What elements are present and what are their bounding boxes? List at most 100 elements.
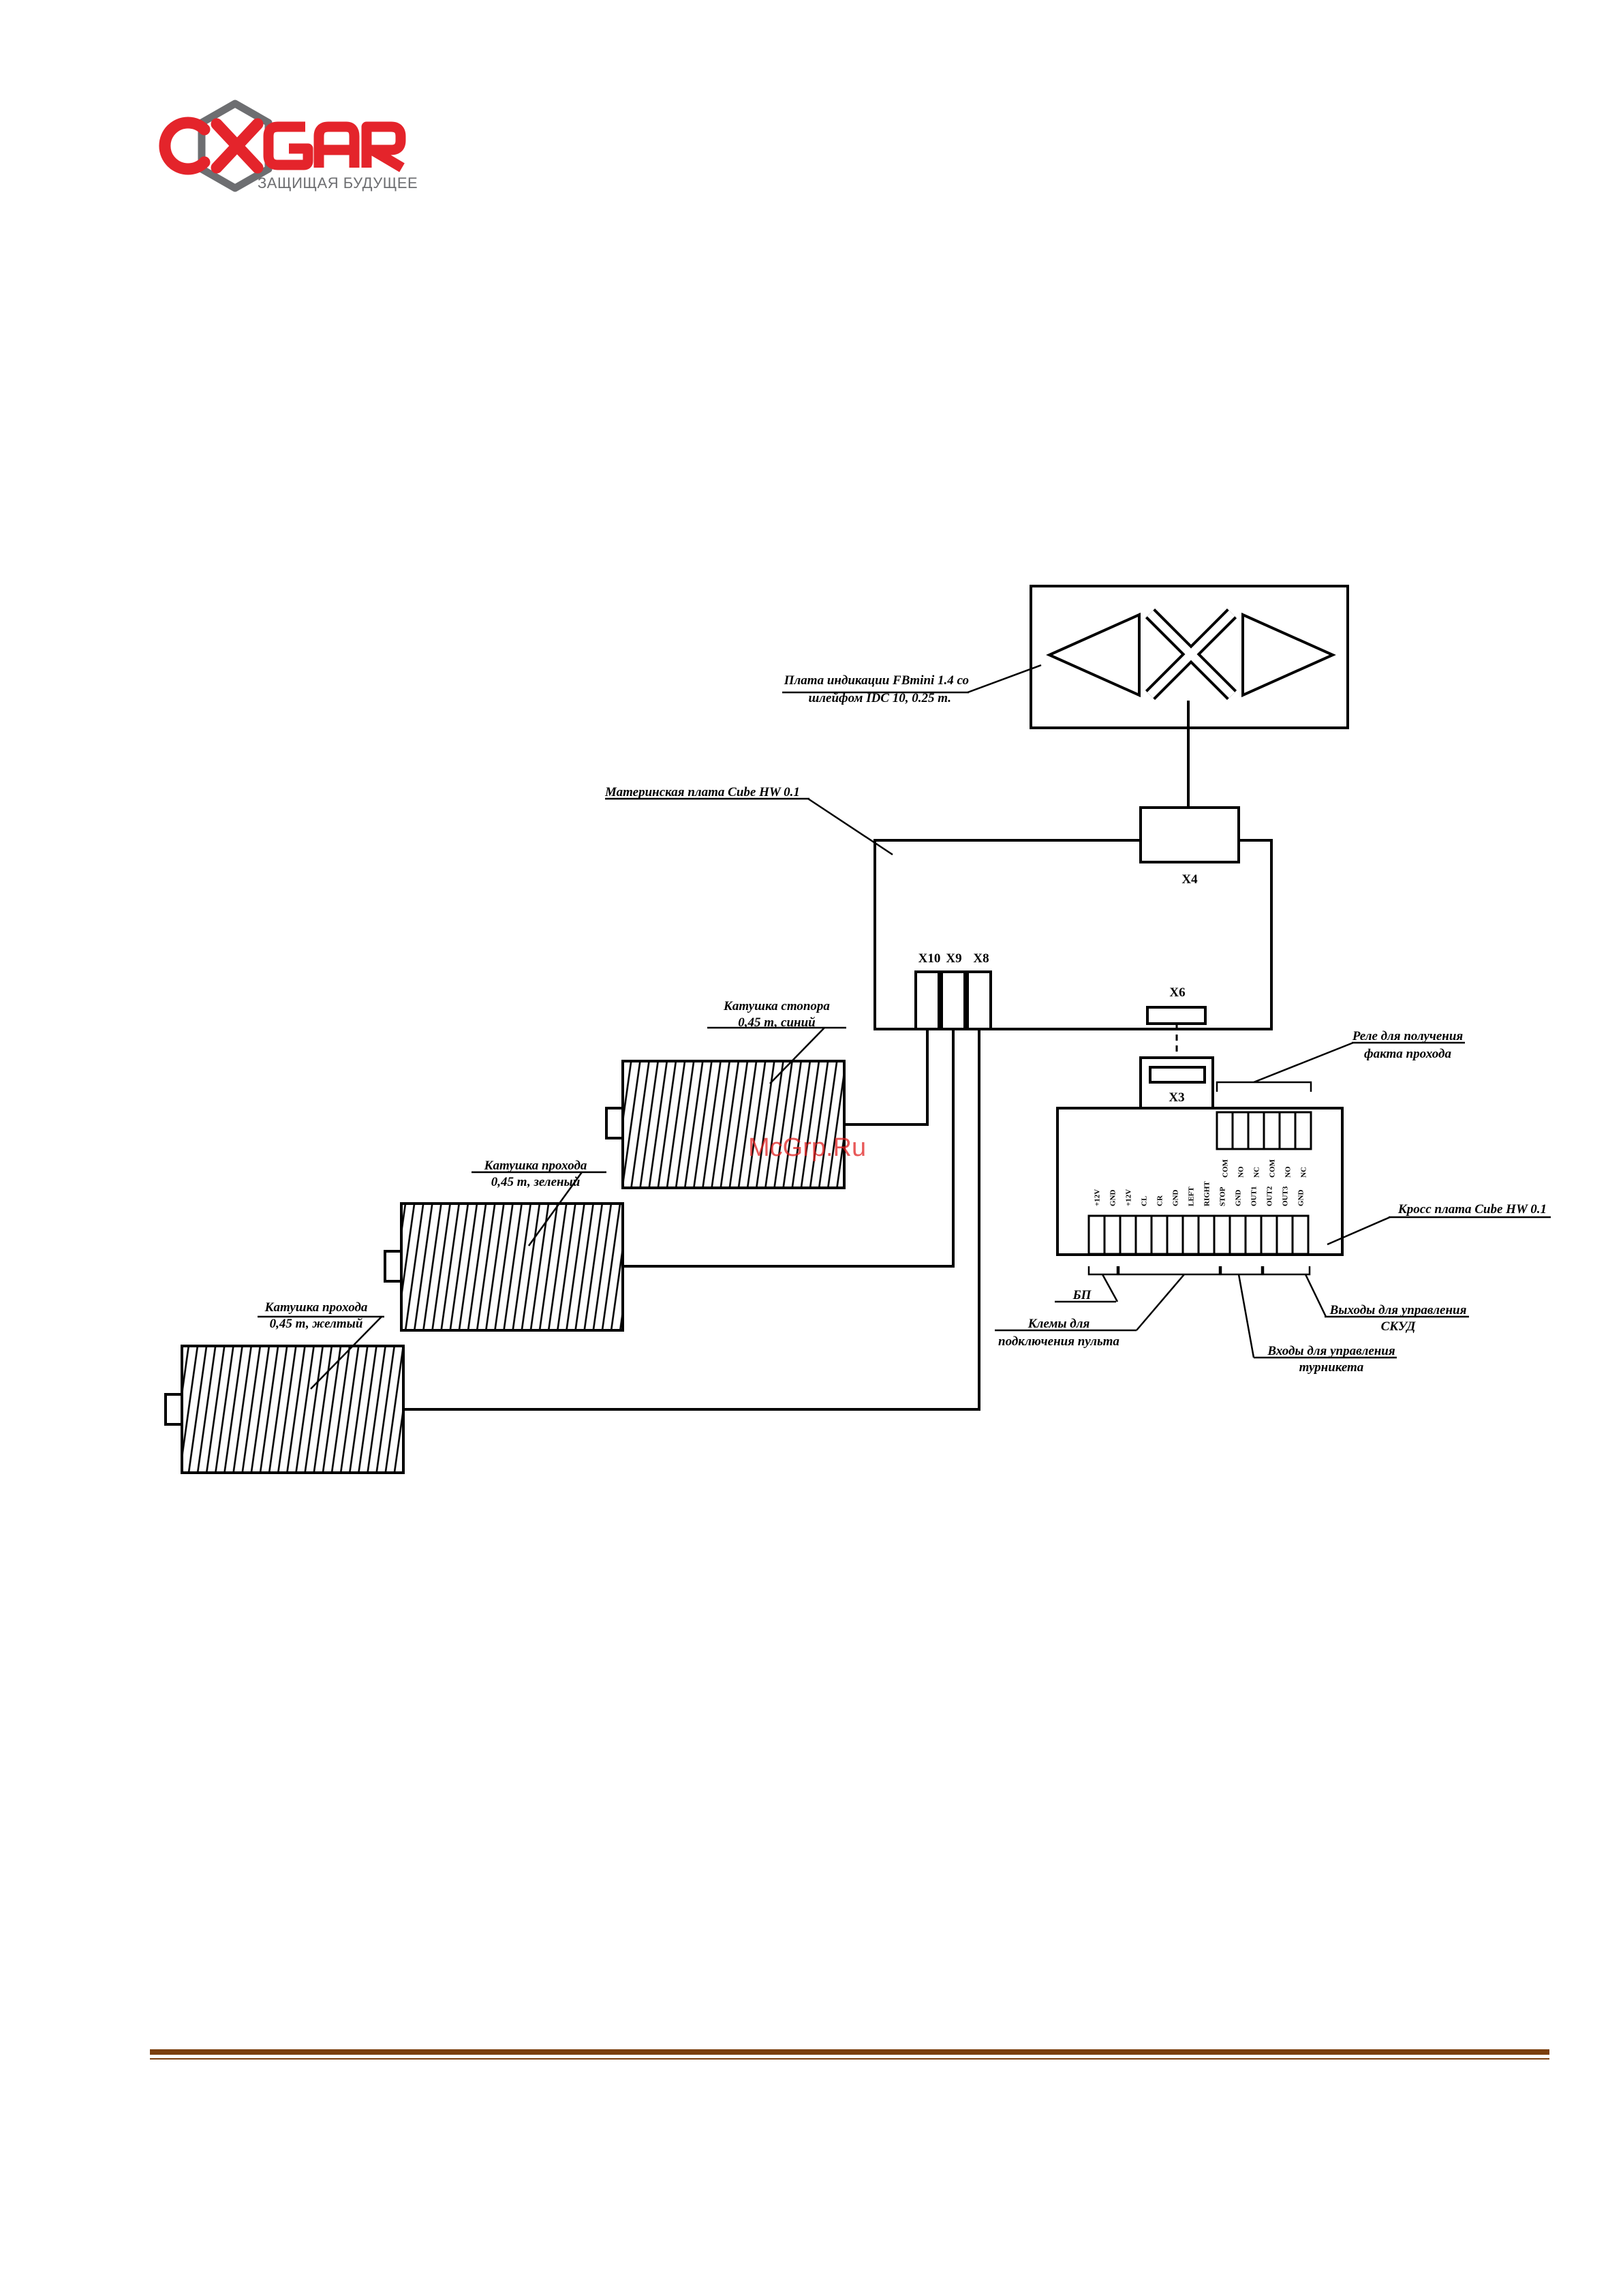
connector-x3-label: X3 (1169, 1090, 1184, 1105)
coil-green-label-line2: 0,45 т, зеленый (491, 1175, 581, 1189)
cross-terminal-cell (1197, 1214, 1216, 1255)
cross-terminal-cell (1213, 1214, 1231, 1255)
coil-yellow-label-line2: 0,45 т, желтый (270, 1317, 363, 1331)
relay-terminal-label: NO (1284, 1166, 1293, 1178)
coil-yellow-label-line1: Катушка прохода (264, 1300, 368, 1315)
connector-x3-slot (1149, 1066, 1206, 1084)
cross-terminal-cell (1260, 1214, 1278, 1255)
connector-x4 (1139, 806, 1240, 863)
cross-terminal-label: GND (1235, 1190, 1243, 1207)
cross-terminal-label: CR (1156, 1195, 1164, 1206)
watermark-text: McGrp.Ru (748, 1133, 866, 1162)
acs-label-leader (1304, 1274, 1327, 1317)
relay-terminal-label: COM (1222, 1159, 1230, 1178)
logo-tagline: ЗАЩИЩАЯ БУДУЩЕЕ (258, 174, 418, 192)
indicator-label-leader (967, 664, 1042, 694)
connector-x8 (966, 970, 992, 1030)
wire-x8-to-yellow-coil (403, 1029, 980, 1411)
wire-x9-to-green-coil (623, 1029, 955, 1268)
motherboard-label-leader (807, 797, 893, 856)
coil-stopper-body (621, 1060, 846, 1189)
logo-o-letter (159, 117, 211, 175)
cross-terminal-label: CL (1141, 1196, 1149, 1206)
logo-x-letter (211, 118, 264, 174)
connector-x10 (914, 970, 940, 1030)
cross-terminal-label: OUT2 (1266, 1186, 1274, 1206)
coil-stopper-terminal (605, 1107, 624, 1139)
relay-terminal-cell (1247, 1111, 1265, 1150)
indicator-board-label-line1: Плата индикации FBmini 1.4 со (784, 673, 969, 688)
cross-terminal-cell (1166, 1214, 1184, 1255)
remote-label-leader (1136, 1274, 1185, 1331)
cross-terminal-cell (1276, 1214, 1294, 1255)
cross-terminal-label: OUT3 (1282, 1186, 1290, 1206)
relay-label-line2: факта прохода (1364, 1047, 1451, 1061)
cross-terminal-cell (1181, 1214, 1200, 1255)
cross-terminal-cell (1087, 1214, 1106, 1255)
relay-terminal-cell (1216, 1111, 1234, 1150)
connector-x9 (940, 970, 966, 1030)
cross-terminal-cell (1103, 1214, 1122, 1255)
acs-group-label-line2: СКУД (1381, 1319, 1417, 1334)
cross-terminal-cell (1244, 1214, 1263, 1255)
connector-x6 (1146, 1006, 1207, 1025)
relay-terminal-cell (1294, 1111, 1312, 1150)
connector-x4-label: X4 (1181, 872, 1198, 887)
cross-terminal-cell (1119, 1214, 1137, 1255)
cross-terminal-label: STOP (1219, 1187, 1227, 1206)
coil-yellow-body (181, 1345, 405, 1474)
motherboard-label: Материнская плата Cube HW 0.1 (604, 785, 800, 799)
cross-terminal-label: GND (1172, 1190, 1180, 1207)
logo-a-letter (313, 121, 360, 168)
cross-terminal-label: +12V (1094, 1189, 1102, 1206)
relay-label-leader (1253, 1041, 1354, 1084)
cross-terminal-label: LEFT (1188, 1187, 1196, 1206)
coil-green-leader (527, 1172, 583, 1246)
relay-terminal-label: NC (1300, 1167, 1308, 1178)
cross-terminal-cell (1134, 1214, 1153, 1255)
coil-yellow-terminal (164, 1393, 183, 1426)
relay-terminal-cell (1278, 1111, 1297, 1150)
acs-group-label-line1: Выходы для управления (1329, 1303, 1467, 1317)
turnstile-label-leader (1237, 1274, 1255, 1358)
footer-rule (150, 2049, 1549, 2060)
cross-terminal-cell (1291, 1214, 1310, 1255)
indicator-board (1030, 585, 1349, 729)
coil-green-terminal (384, 1250, 403, 1283)
motherboard: X4 X6 X10 X9 X8 (874, 806, 1273, 1030)
connector-x8-label: X8 (973, 951, 989, 966)
cross-terminal-label: GND (1297, 1190, 1305, 1207)
cross-terminal-cell (1150, 1214, 1169, 1255)
motherboard-frame (874, 839, 1273, 1030)
relay-terminal-cell (1231, 1111, 1250, 1150)
coil-stopper-label-line2: 0,45 т, синий (738, 1015, 815, 1030)
relay-label-line1: Реле для получения (1352, 1029, 1464, 1043)
coil-stopper-leader (769, 1027, 825, 1084)
coil-stopper (605, 1060, 846, 1189)
power-label-leader (1101, 1274, 1119, 1302)
cross-x-icon (1145, 608, 1237, 701)
remote-group-label-line2: подключения пульта (998, 1334, 1119, 1349)
connector-x10-label: X10 (918, 951, 941, 966)
coil-green-body (400, 1202, 624, 1332)
remote-group-label-line1: Клемы для (1027, 1317, 1090, 1331)
cross-terminal-cell (1228, 1214, 1247, 1255)
turnstile-group-label-line1: Входы для управления (1267, 1344, 1395, 1358)
relay-terminal-label: NO (1237, 1166, 1246, 1178)
indicator-board-label-line2: шлейфом IDC 10, 0.25 т. (808, 691, 951, 705)
cross-terminal-label: OUT1 (1250, 1187, 1258, 1206)
cross-terminal-label: +12V (1125, 1189, 1133, 1206)
coil-pass-green (384, 1202, 624, 1332)
coil-yellow-leader (310, 1316, 382, 1390)
connector-x6-label: X6 (1169, 985, 1185, 1000)
oxgard-logo: ЗАЩИЩАЯ БУДУЩЕЕ (159, 100, 418, 192)
relay-bracket (1216, 1081, 1312, 1092)
cross-terminal-label: GND (1109, 1190, 1117, 1207)
terminal-group-brackets (1087, 1266, 1311, 1276)
power-group-label: БП (1072, 1288, 1092, 1302)
coil-green-label-line1: Катушка прохода (484, 1159, 587, 1173)
turnstile-group-label-line2: турникета (1299, 1360, 1364, 1375)
